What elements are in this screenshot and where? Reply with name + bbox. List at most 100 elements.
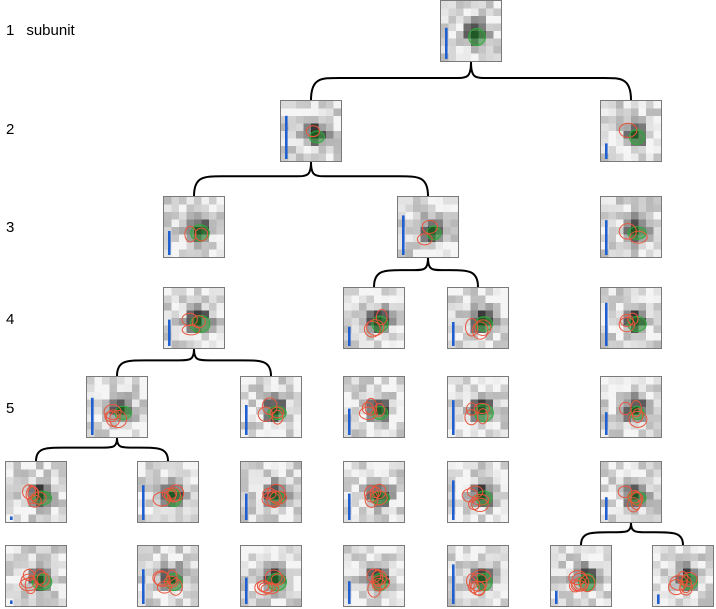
heatmap-cell [616, 414, 624, 423]
heatmap-cell [286, 414, 294, 423]
heatmap-cell [646, 422, 654, 430]
heatmap-cell [145, 492, 154, 500]
heatmap-cell [36, 469, 44, 478]
heatmap-cell [171, 234, 180, 243]
heatmap-cell [601, 318, 609, 326]
receptive-field-plot [601, 197, 661, 257]
heatmap-cell [608, 101, 617, 109]
heatmap-cell [698, 591, 706, 599]
heatmap-cell [278, 392, 287, 400]
heatmap-cell [485, 318, 494, 326]
subunit-contour-red [568, 570, 587, 586]
heatmap-cell [241, 499, 249, 508]
heatmap-cell [13, 576, 22, 584]
heatmap-cell [601, 477, 609, 485]
subunit-contour-red [164, 489, 177, 502]
heatmap-cell [248, 407, 257, 415]
heatmap-cell [638, 507, 647, 515]
heatmap-cell [13, 477, 22, 485]
heatmap-cell [653, 242, 661, 250]
heatmap-cell [344, 377, 352, 385]
heatmap-cell [631, 242, 639, 250]
heatmap-cell [616, 131, 624, 139]
heatmap-cell [278, 462, 287, 470]
heatmap-cell [608, 138, 617, 147]
heatmap-cell [470, 484, 479, 493]
heatmap-cell [366, 384, 375, 393]
heatmap-cell [326, 116, 334, 124]
heatmap-cell [278, 484, 287, 493]
heatmap-cell [145, 546, 154, 554]
heatmap-cell [631, 310, 639, 319]
heatmap-cell [13, 598, 22, 606]
heatmap-cell [145, 576, 154, 584]
heatmap-cell [256, 407, 264, 415]
heatmap-cell [493, 399, 501, 408]
heatmap-cell [179, 295, 187, 304]
heatmap-cell [153, 514, 161, 522]
heatmap-cell [286, 422, 294, 430]
heatmap-cell [463, 598, 471, 606]
heatmap-cell [183, 583, 191, 592]
heatmap-cell [381, 561, 390, 569]
heatmap-cell [396, 340, 404, 348]
heatmap-cell [124, 377, 133, 385]
subunit-tile-l3-n2 [397, 196, 459, 258]
heatmap-cell [183, 591, 191, 599]
heatmap-cell [241, 591, 249, 599]
heatmap-cell [653, 514, 661, 522]
heatmap-cell [455, 462, 464, 470]
heatmap-cell [485, 303, 494, 311]
heatmap-cell [186, 333, 195, 341]
heatmap-cell [186, 303, 195, 311]
heatmap-cell [601, 131, 609, 139]
heatmap-cell [359, 492, 367, 500]
heatmap-cell [13, 462, 22, 470]
heatmap-cell [616, 249, 624, 257]
heatmap-cell [478, 429, 486, 437]
heatmap-cell [13, 499, 22, 508]
heatmap-cell [293, 591, 301, 599]
heatmap-cell [456, 31, 464, 39]
heatmap-cell [638, 333, 647, 341]
row-suffix-1: subunit [26, 22, 75, 39]
heatmap-cell [145, 469, 154, 478]
heatmap-cell [326, 101, 334, 109]
subunit-contour-red [166, 487, 181, 503]
heatmap-cell [596, 583, 604, 592]
subunit-tile-l6-n3 [240, 461, 302, 523]
heatmap-cell [581, 546, 589, 554]
heatmap-cell [186, 227, 195, 235]
subunit-contour-red [156, 580, 173, 594]
subunit-tile-l7-n6 [550, 545, 612, 607]
heatmap-cell [43, 583, 52, 592]
heatmap-cell [646, 101, 654, 109]
heatmap-cell [638, 340, 647, 348]
heatmap-cell [413, 212, 421, 220]
heatmap-cell [374, 310, 382, 319]
heatmap-cell [293, 492, 301, 500]
heatmap-cell [190, 583, 198, 592]
heatmap-cell [463, 310, 471, 319]
heatmap-cell [581, 568, 589, 577]
heatmap-cell [653, 101, 661, 109]
heatmap-cell [396, 553, 404, 562]
heatmap-cell [374, 407, 382, 415]
heatmap-cell [36, 477, 44, 485]
heatmap-cell [448, 568, 456, 577]
heatmap-cell [435, 219, 444, 228]
heatmap-cell [366, 429, 375, 437]
heatmap-cell [683, 546, 691, 554]
heatmap-cell [153, 576, 161, 584]
heatmap-cell [293, 561, 301, 569]
heatmap-cell [441, 8, 449, 17]
heatmap-cell [183, 477, 191, 485]
heatmap-cell [94, 407, 103, 415]
heatmap-cell [51, 583, 59, 592]
heatmap-cell [653, 568, 661, 577]
heatmap-cell [646, 484, 654, 493]
heatmap-cell [296, 116, 304, 124]
row-label-5: 5 [6, 400, 14, 417]
heatmap-cell [463, 499, 471, 508]
heatmap-cell [705, 546, 713, 554]
